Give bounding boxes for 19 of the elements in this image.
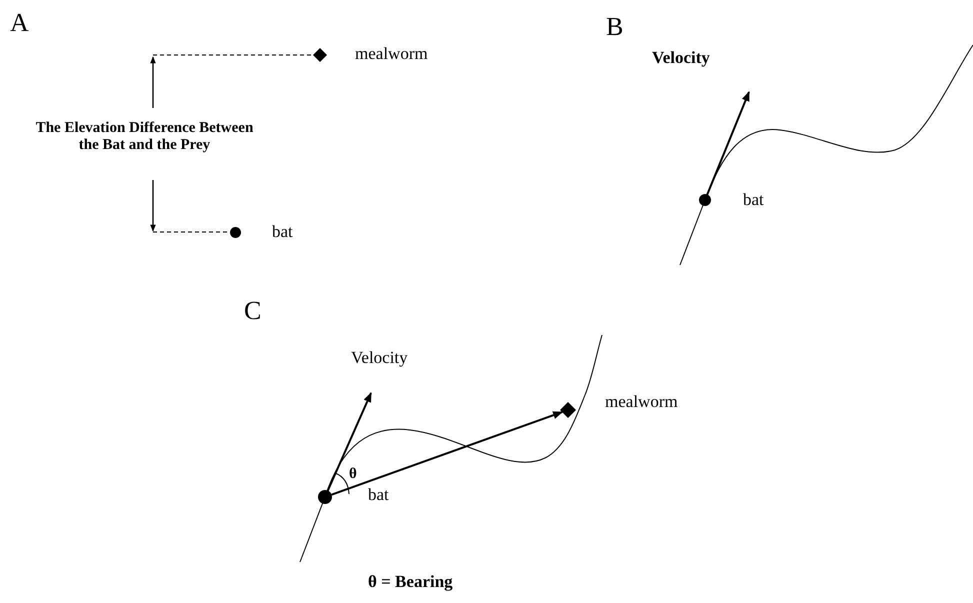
point-label: bat bbox=[743, 190, 764, 210]
point-label: mealworm bbox=[605, 392, 678, 412]
equation-text: θ = Bearing bbox=[368, 572, 453, 592]
point-label: bat bbox=[272, 222, 293, 242]
panel-letter: C bbox=[244, 296, 262, 326]
dot-node bbox=[230, 226, 240, 238]
point-label: mealworm bbox=[355, 44, 428, 64]
panel-letter: A bbox=[10, 8, 29, 38]
point-label: bat bbox=[368, 485, 389, 505]
vector-label: Velocity bbox=[652, 48, 710, 68]
dot-node bbox=[318, 490, 332, 504]
angle-label: θ bbox=[349, 466, 357, 484]
diamond-node bbox=[313, 48, 327, 62]
annotation-text: The Elevation Difference Between the Bat and the Prey bbox=[34, 120, 254, 154]
vector-label: Velocity bbox=[351, 348, 408, 368]
dot-node bbox=[699, 194, 711, 206]
panel-letter: B bbox=[606, 12, 624, 42]
diamond-node bbox=[560, 402, 576, 418]
arrow bbox=[331, 411, 564, 496]
